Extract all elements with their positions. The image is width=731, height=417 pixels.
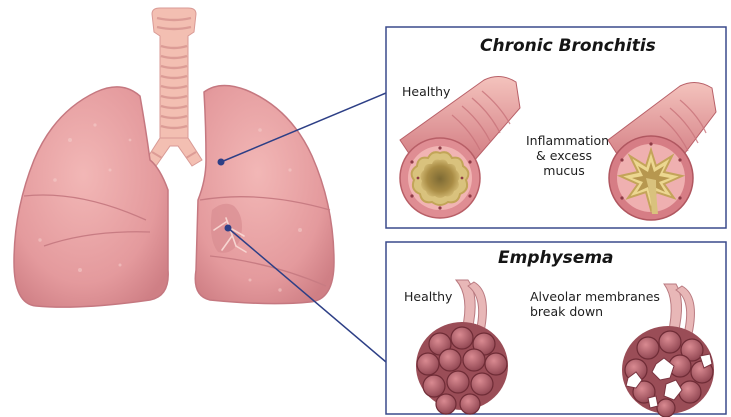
emphysema-healthy-label: Healthy <box>404 289 452 304</box>
bronchitis-diseased-line-1: Inflammation <box>526 133 602 148</box>
emphysema-diseased-label: Alveolar membranes break down <box>530 289 660 319</box>
emphysema-diseased-line-2: break down <box>530 304 660 319</box>
left-lung <box>195 85 334 303</box>
bronchitis-diseased-line-3: mucus <box>526 163 602 178</box>
right-lung <box>14 87 168 307</box>
bronchitis-title: Chronic Bronchitis <box>480 36 656 56</box>
bronchitis-healthy-label: Healthy <box>402 84 450 99</box>
trachea <box>146 8 202 166</box>
emphysema-diseased-line-1: Alveolar membranes <box>530 289 660 304</box>
bronchitis-diseased-line-2: & excess <box>526 148 602 163</box>
bronchitis-diseased-label: Inflammation & excess mucus <box>526 133 602 178</box>
emphysema-title: Emphysema <box>498 248 614 268</box>
